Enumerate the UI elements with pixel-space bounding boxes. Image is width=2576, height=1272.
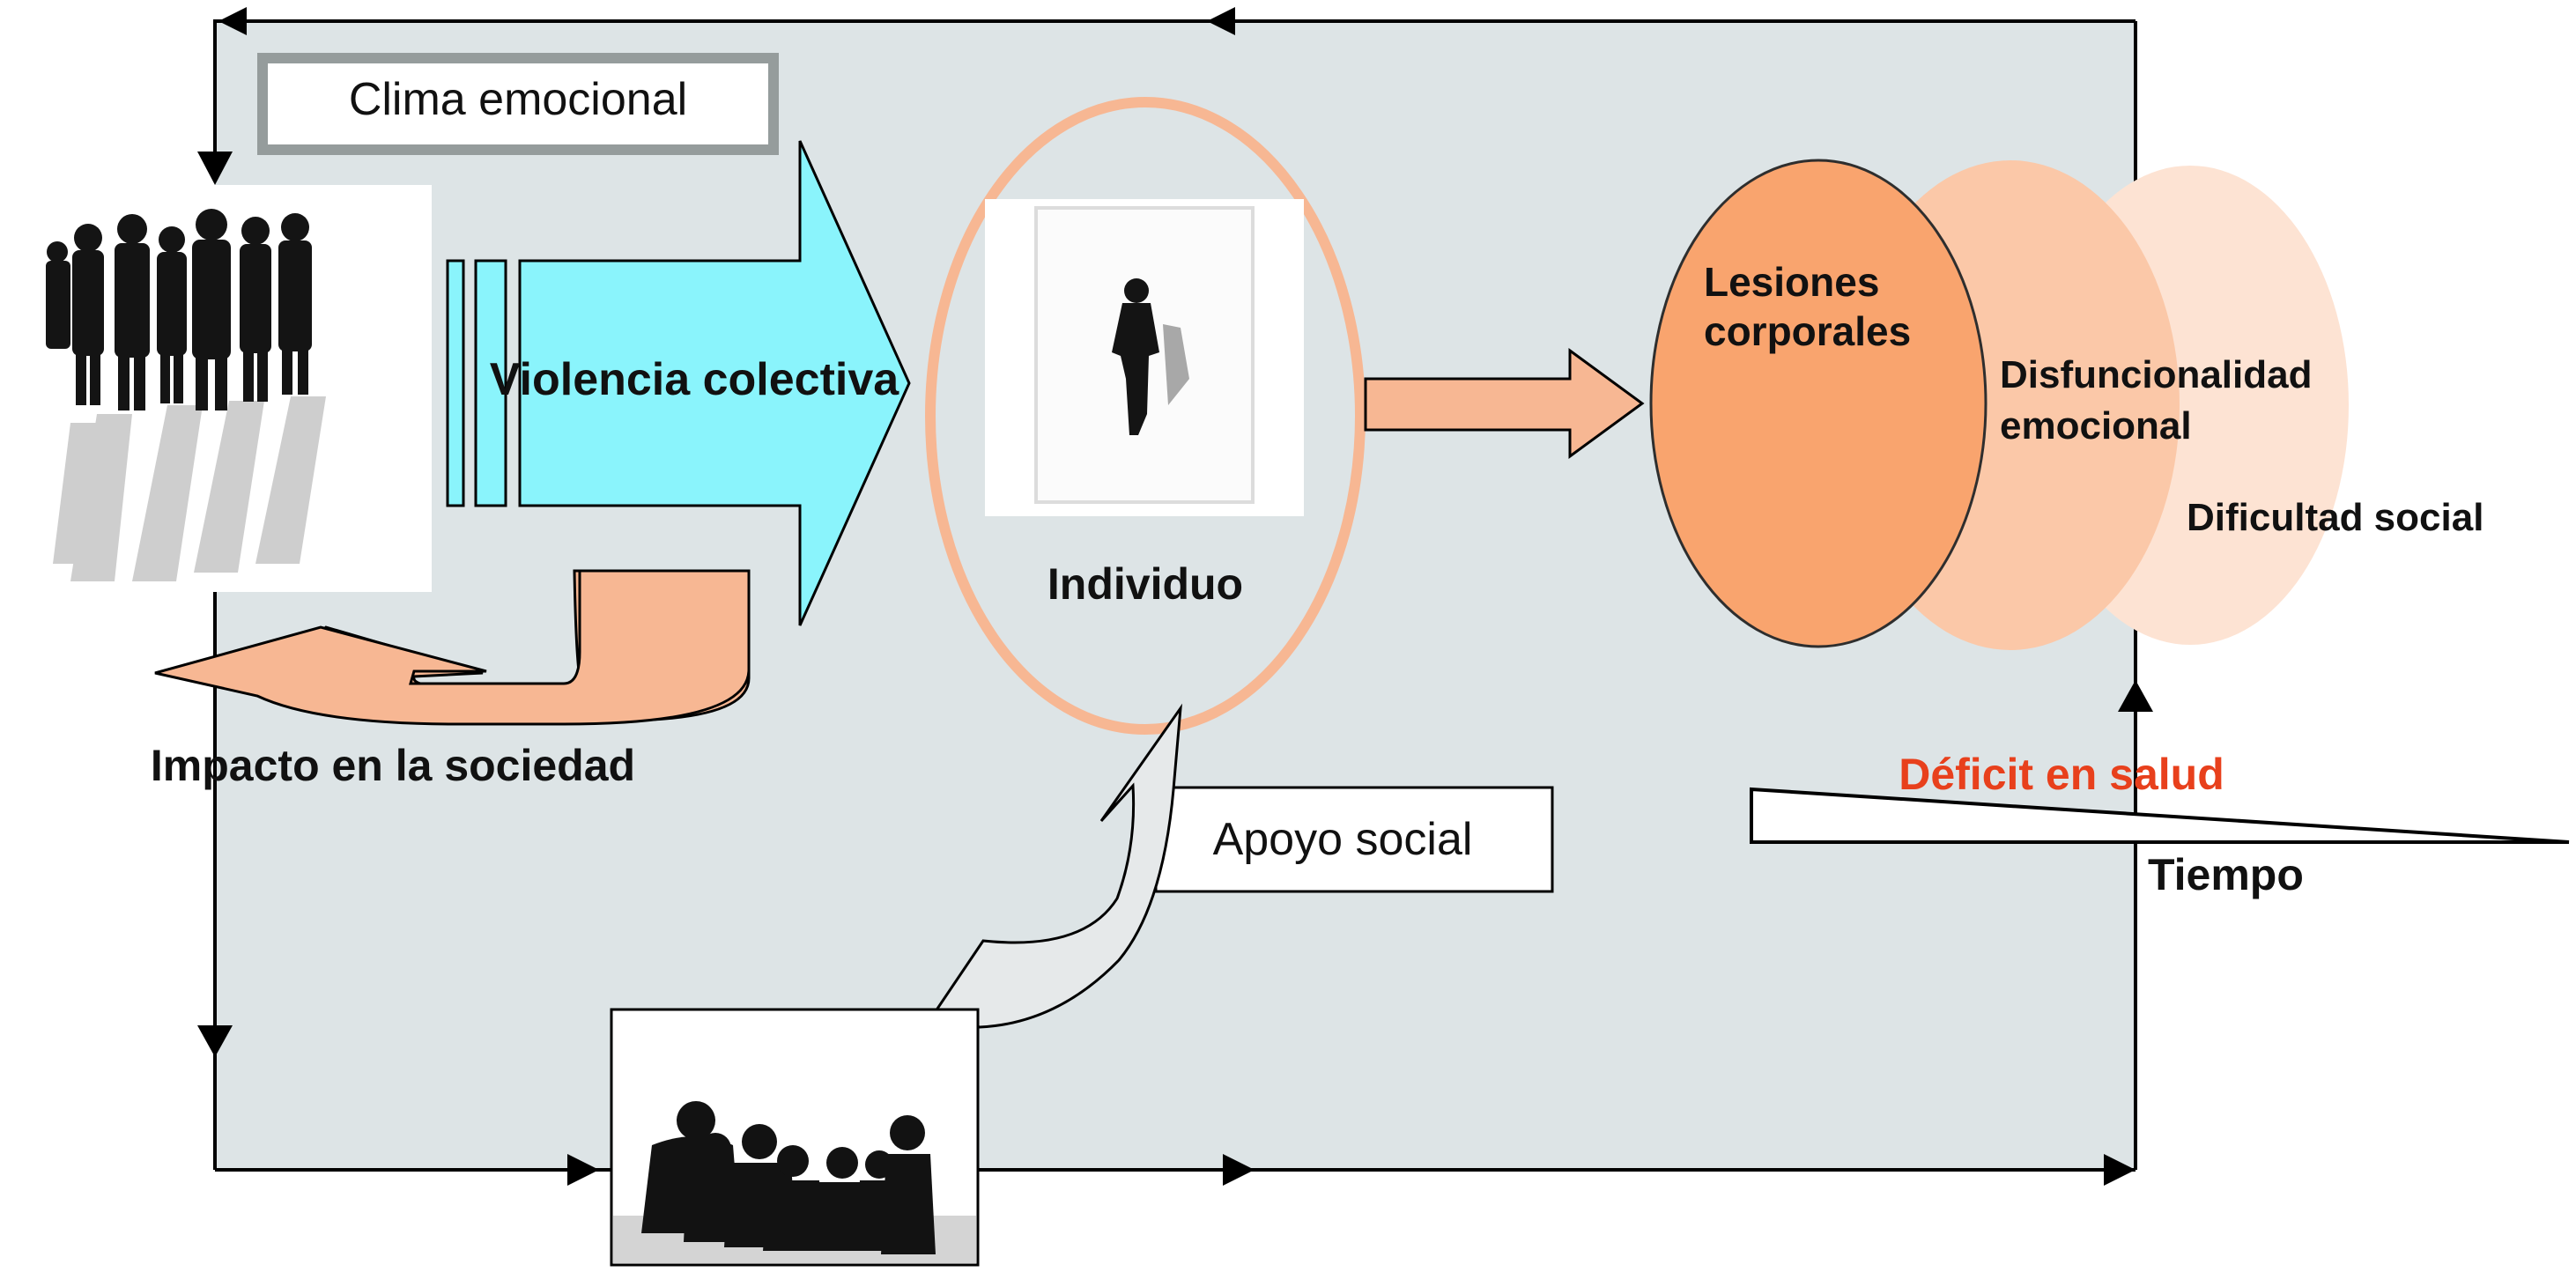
violencia-arrow [446,140,911,626]
crowd-image [46,185,432,592]
left-arrowhead-top [197,152,233,185]
disfuncion-label-line2: emocional [2000,404,2192,447]
disfuncion-label-line1: Disfuncionalidad [2000,353,2312,396]
support-group-image [610,1008,980,1267]
individuo-ring [925,97,1366,735]
bottom-arrowhead-3 [2104,1154,2136,1186]
right-arrowhead-up [2118,680,2153,712]
dificultad-label: Dificultad social [2187,496,2483,539]
deficit-label: Déficit en salud [1899,750,2224,799]
top-arrowhead-left [218,7,247,35]
clima-box [268,63,768,144]
outcome-arrow [1364,348,1645,459]
left-arrowhead-bottom [197,1025,233,1057]
top-cycle-line [213,19,2136,167]
apoyo-label: Apoyo social [1213,814,1473,865]
apoyo-box [1154,786,1554,893]
top-arrowhead-mid [1207,7,1235,35]
violencia-label: Violencia colectiva [490,354,899,405]
lesiones-label-line1: Lesiones [1704,259,1879,305]
bottom-arrowhead-2 [1223,1154,1255,1186]
bottom-arrowhead-1 [567,1154,599,1186]
tiempo-label: Tiempo [2148,850,2304,899]
lesiones-ellipse [1649,159,1988,648]
individuo-label: Individuo [1047,559,1243,609]
impacto-arrow-shape [154,569,751,726]
clima-label: Clima emocional [349,74,687,125]
deficit-wedge [1750,787,2570,844]
lesiones-label-line2: corporales [1704,308,1911,354]
impacto-label: Impacto en la sociedad [151,741,635,790]
individuo-photo [985,199,1304,516]
apoyo-arrow [933,703,1182,1029]
